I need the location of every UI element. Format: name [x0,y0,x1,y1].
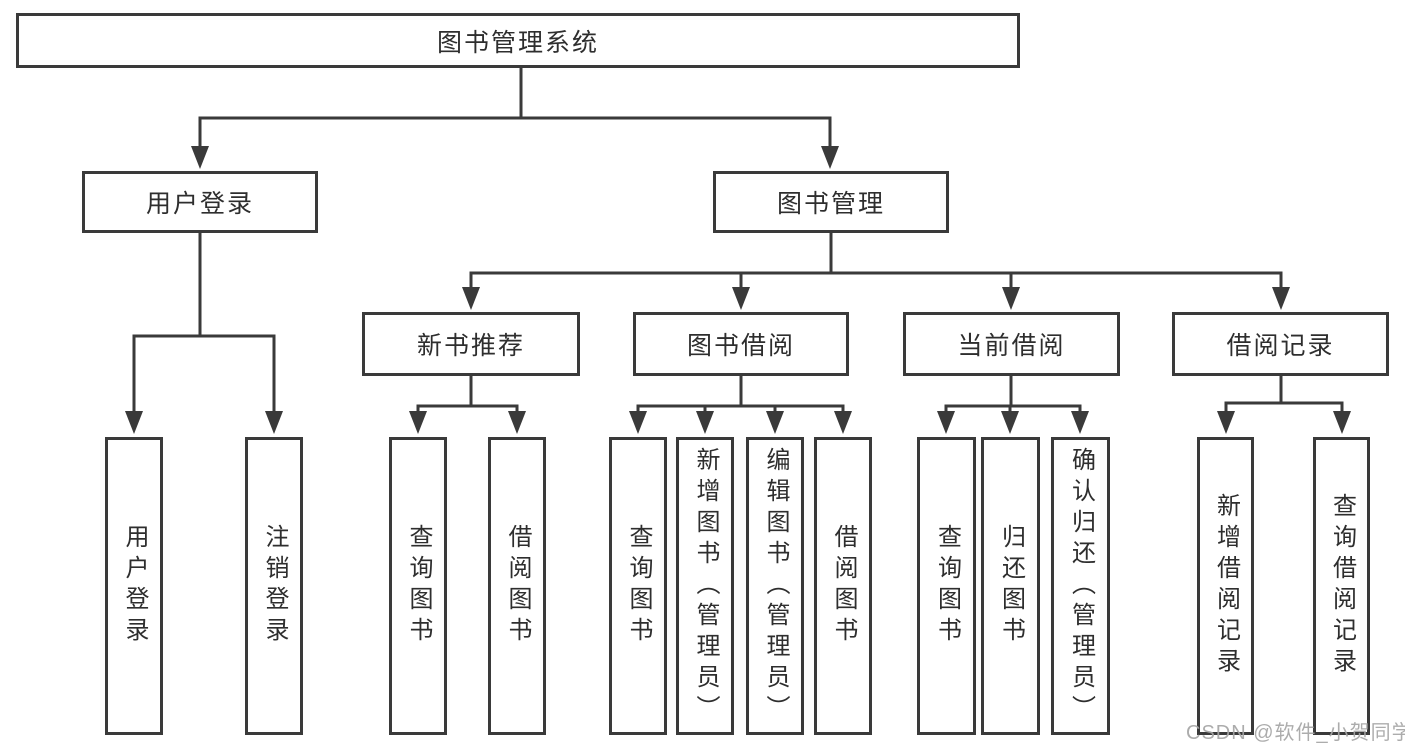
node-label: 用户登录 [121,524,148,648]
connector-book-borrow-children [629,374,852,434]
arrowhead [834,411,852,434]
node-label: 查询借阅记录 [1328,493,1356,679]
node-book-borrow: 图书借阅 [633,312,849,376]
node-label: 借阅图书 [830,524,857,648]
node-label: 图书管理 [776,190,885,218]
node-label: 借阅记录 [1226,332,1335,360]
arrowhead [766,411,784,434]
node-label: 用户登录 [145,190,254,218]
leaf-edit-book-admin: 编辑图书（管理员） [746,437,804,735]
arrowhead [265,411,283,434]
leaf-borrow-books: 借阅图书 [814,437,872,735]
arrowhead [696,411,714,434]
leaf-query-books-recommend: 查询图书 [389,437,447,735]
arrowhead [821,146,839,169]
node-book-management: 图书管理 [713,171,949,233]
leaf-logout: 注销登录 [245,437,303,735]
arrowhead [1071,411,1089,434]
node-label: 查询图书 [625,524,652,648]
arrowhead [508,411,526,434]
node-label: 图书借阅 [686,332,795,360]
node-user-login: 用户登录 [82,171,318,233]
leaf-query-borrow-record: 查询借阅记录 [1313,437,1370,735]
node-label: 归还图书 [997,524,1025,648]
node-label: 新增图书（管理员） [692,446,719,726]
node-new-book-recommend: 新书推荐 [362,312,580,376]
arrowhead [1001,411,1019,434]
arrowhead [1002,287,1020,310]
leaf-query-books-borrow: 查询图书 [609,437,667,735]
connector-root-to-level2 [191,66,839,169]
arrowhead [191,146,209,169]
leaf-add-borrow-record: 新增借阅记录 [1197,437,1254,735]
node-label: 当前借阅 [957,332,1066,360]
node-root-system: 图书管理系统 [16,13,1020,68]
leaf-confirm-return-admin: 确认归还（管理员） [1051,437,1110,735]
node-label: 图书管理系统 [436,28,599,57]
arrowhead [937,411,955,434]
arrowhead [1333,411,1351,434]
leaf-user-login: 用户登录 [105,437,163,735]
node-label: 查询图书 [405,524,432,648]
node-label: 确认归还（管理员） [1067,446,1095,726]
connector-user-login-children [125,231,283,434]
node-label: 新书推荐 [416,332,525,360]
leaf-return-book: 归还图书 [981,437,1040,735]
connector-borrow-records-children [1217,374,1351,434]
node-label: 新增借阅记录 [1212,493,1240,679]
leaf-borrow-books-recommend: 借阅图书 [488,437,546,735]
node-label: 查询图书 [933,524,961,648]
arrowhead [125,411,143,434]
arrowhead [462,287,480,310]
leaf-add-book-admin: 新增图书（管理员） [676,437,734,735]
node-borrow-records: 借阅记录 [1172,312,1389,376]
arrowhead [1217,411,1235,434]
arrowhead [1272,287,1290,310]
arrowhead [629,411,647,434]
connector-book-management-children [462,231,1290,310]
arrowhead [732,287,750,310]
node-label: 注销登录 [261,524,288,648]
leaf-query-books-current: 查询图书 [917,437,976,735]
node-current-borrow: 当前借阅 [903,312,1120,376]
arrowhead [409,411,427,434]
connector-current-borrow-children [937,374,1089,434]
node-label: 借阅图书 [504,524,531,648]
node-label: 编辑图书（管理员） [762,446,789,726]
csdn-watermark: CSDN @软件_小贺同学 [1186,722,1405,744]
connector-new-book-children [409,374,526,434]
